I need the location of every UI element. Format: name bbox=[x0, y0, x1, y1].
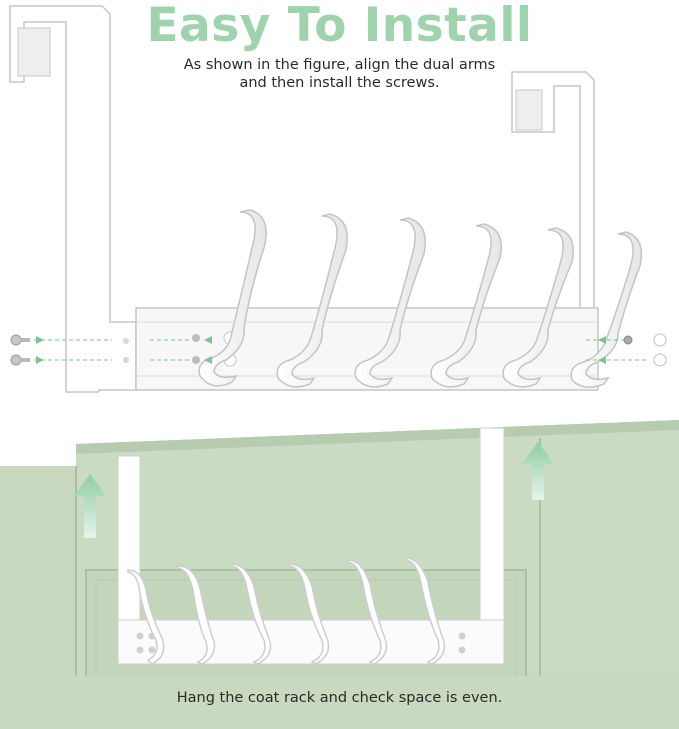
screw-cap-icon bbox=[653, 333, 667, 347]
hook bbox=[347, 559, 388, 665]
hook bbox=[276, 213, 348, 388]
left-door-bracket bbox=[9, 5, 137, 393]
hook bbox=[502, 227, 574, 388]
screw-icon bbox=[10, 354, 30, 366]
instruction-line-2: and then install the screws. bbox=[239, 75, 440, 91]
instruction-line-1: As shown in the figure, align the dual a… bbox=[183, 57, 496, 73]
hook bbox=[430, 223, 502, 388]
up-arrow-icon bbox=[74, 474, 106, 538]
screws-left bbox=[10, 334, 212, 366]
screw-icon bbox=[10, 334, 30, 346]
door-scene bbox=[0, 418, 679, 729]
hook bbox=[570, 231, 643, 388]
screws-right bbox=[586, 333, 667, 367]
hook bbox=[289, 563, 330, 665]
hook bbox=[127, 569, 165, 665]
instruction-text: As shown in the figure, align the dual a… bbox=[0, 56, 679, 92]
hook bbox=[177, 565, 216, 665]
installed-rail bbox=[117, 619, 505, 665]
hooks-top bbox=[198, 209, 643, 388]
rack-exploded-view bbox=[9, 5, 667, 393]
right-door-bracket bbox=[511, 71, 595, 313]
hook bbox=[198, 209, 267, 387]
hook bbox=[354, 217, 426, 388]
screw-icon bbox=[623, 335, 633, 345]
caption-band bbox=[0, 676, 679, 729]
hook bbox=[231, 563, 272, 665]
caption-text: Hang the coat rack and check space is ev… bbox=[176, 690, 503, 706]
up-arrow-icon bbox=[522, 442, 554, 500]
hook bbox=[405, 557, 446, 665]
screw-cap-icon bbox=[653, 353, 667, 367]
page-title: Easy To Install bbox=[146, 0, 533, 53]
installed-rack bbox=[117, 427, 505, 665]
